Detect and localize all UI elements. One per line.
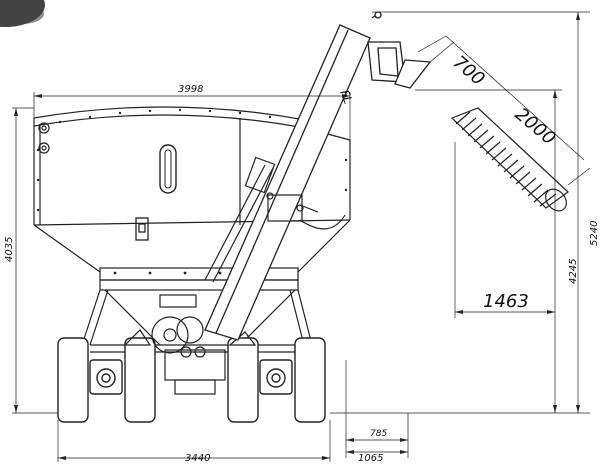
dim-offset-large: 1065: [358, 453, 383, 463]
dim-tube-length: 2000: [511, 104, 560, 150]
control-box: [135, 217, 149, 241]
hopper-body: [33, 106, 351, 291]
auger-head: [367, 11, 432, 89]
wheel-right: [227, 337, 326, 423]
dim-height-left: 4035: [4, 237, 15, 262]
hydraulic-ram: [204, 156, 346, 283]
dimension-lines: [12, 11, 591, 462]
drive-assembly: [123, 294, 257, 395]
hopper-rivets: [36, 108, 348, 275]
marker-label: FL: [337, 88, 355, 106]
sight-window: [159, 144, 177, 194]
dim-wheel-track: 3440: [185, 453, 210, 463]
dim-reach: 1463: [483, 291, 529, 312]
auger-tube: [204, 24, 371, 341]
dim-offset-small: 785: [370, 429, 387, 439]
discharge-tube: [450, 107, 569, 212]
hinge-rolls: [38, 122, 50, 154]
dim-spout-length: 700: [449, 52, 489, 90]
dim-width-top: 3998: [178, 84, 203, 95]
dimension-arrows: [14, 12, 580, 460]
wheel-left: [57, 337, 156, 423]
dim-total-height: 5240: [589, 221, 600, 246]
dim-discharge-height: 4245: [568, 259, 579, 284]
undercarriage-frame: [81, 289, 313, 353]
corner-shadow: [0, 0, 45, 27]
